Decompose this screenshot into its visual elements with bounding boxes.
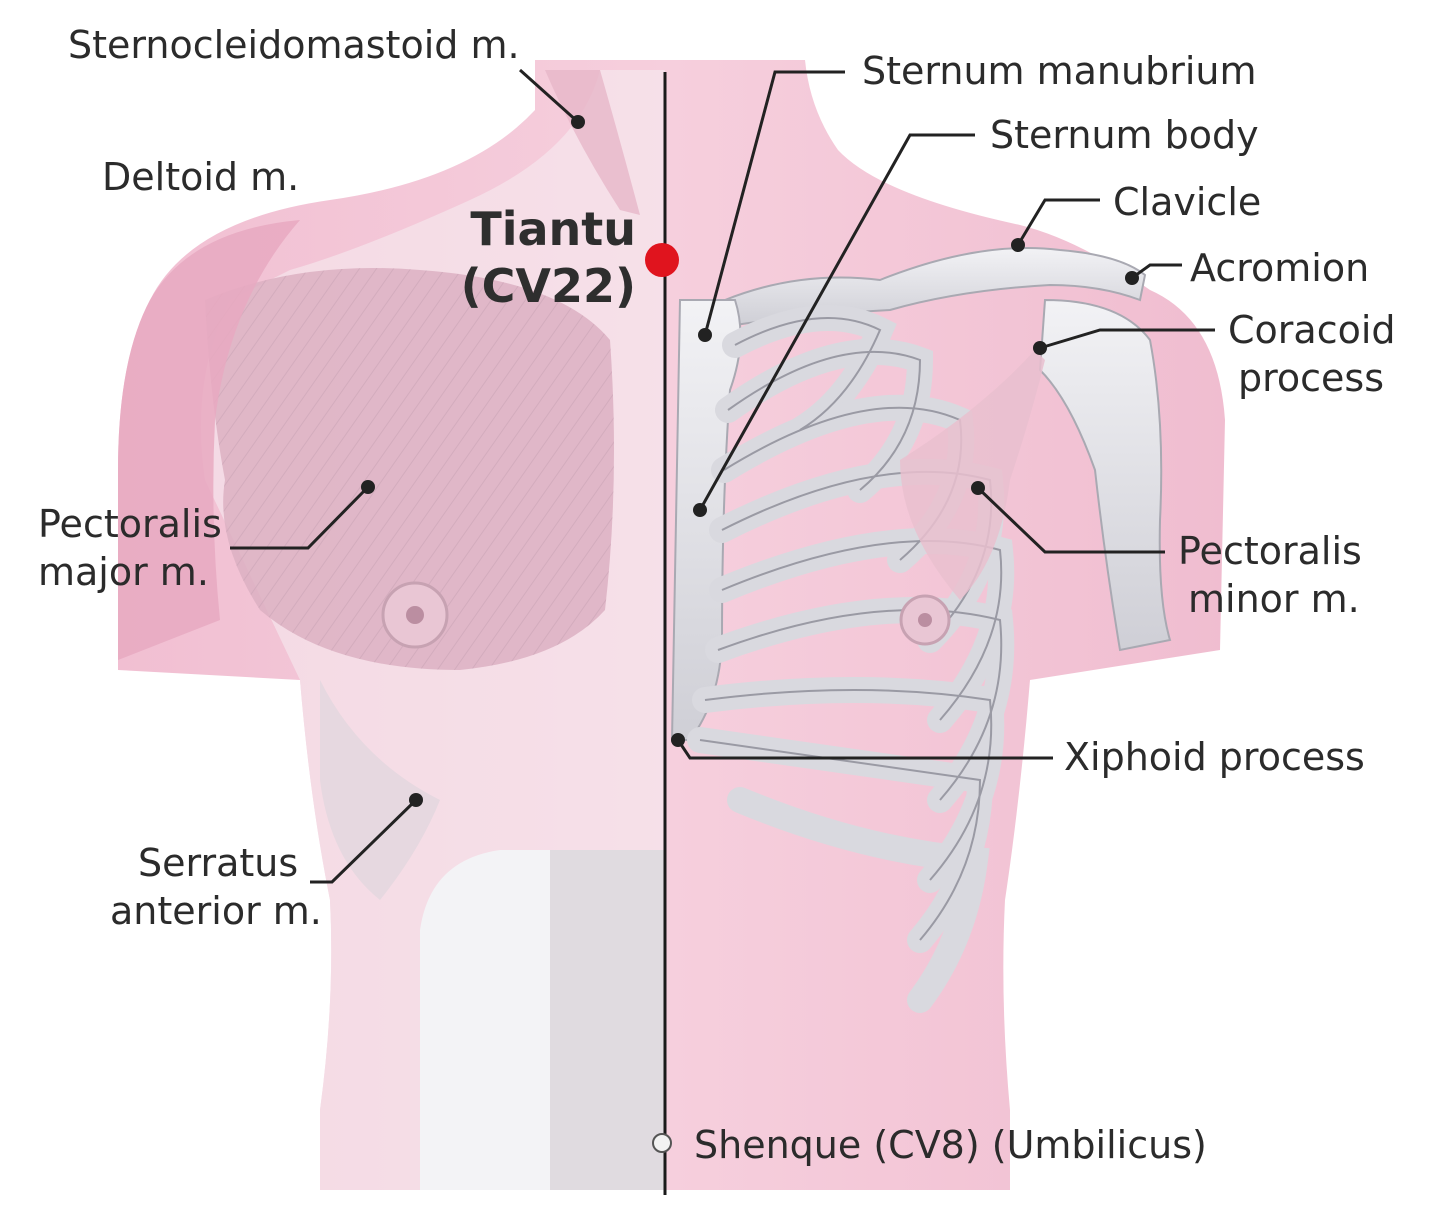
humerus-bone xyxy=(1038,298,1172,652)
label-coracoid-line2: process xyxy=(1238,356,1384,400)
nipple-right-center xyxy=(918,613,932,627)
tiantu-name: Tiantu xyxy=(470,202,636,256)
label-clavicle: Clavicle xyxy=(1113,180,1261,224)
label-pectoralis-minor-line2: minor m. xyxy=(1188,577,1360,621)
label-coracoid-line1: Coracoid xyxy=(1228,308,1396,352)
tiantu-point-marker[interactable] xyxy=(645,243,679,277)
label-sternum-body: Sternum body xyxy=(990,113,1259,157)
label-pectoralis-major-line2: major m. xyxy=(38,550,209,594)
leader-lines xyxy=(230,68,1215,884)
label-serratus-line2: anterior m. xyxy=(110,889,322,933)
label-sternocleidomastoid: Sternocleidomastoid m. xyxy=(68,23,520,67)
sternocleidomastoid-muscle xyxy=(545,70,640,215)
pectoralis-minor-muscle xyxy=(900,350,1045,600)
leader-dots xyxy=(361,115,1139,807)
serratus-anterior-muscle xyxy=(320,680,440,900)
umbilicus-icon xyxy=(652,1133,672,1153)
label-acromion: Acromion xyxy=(1190,246,1369,290)
tiantu-code: (CV22) xyxy=(461,259,636,313)
label-deltoid: Deltoid m. xyxy=(102,155,299,199)
rectus-abdominis xyxy=(550,850,665,1190)
label-shenque: Shenque (CV8) (Umbilicus) xyxy=(694,1123,1207,1167)
label-xiphoid-process: Xiphoid process xyxy=(1064,735,1365,779)
label-pectoralis-minor-line1: Pectoralis xyxy=(1178,529,1362,573)
nipple-left-center xyxy=(406,606,424,624)
pectoralis-major-fibers xyxy=(205,268,614,670)
label-pectoralis-major-line1: Pectoralis xyxy=(38,502,222,546)
deltoid-muscle xyxy=(118,220,300,660)
label-serratus-line1: Serratus xyxy=(138,841,298,885)
label-sternum-manubrium: Sternum manubrium xyxy=(862,49,1257,93)
